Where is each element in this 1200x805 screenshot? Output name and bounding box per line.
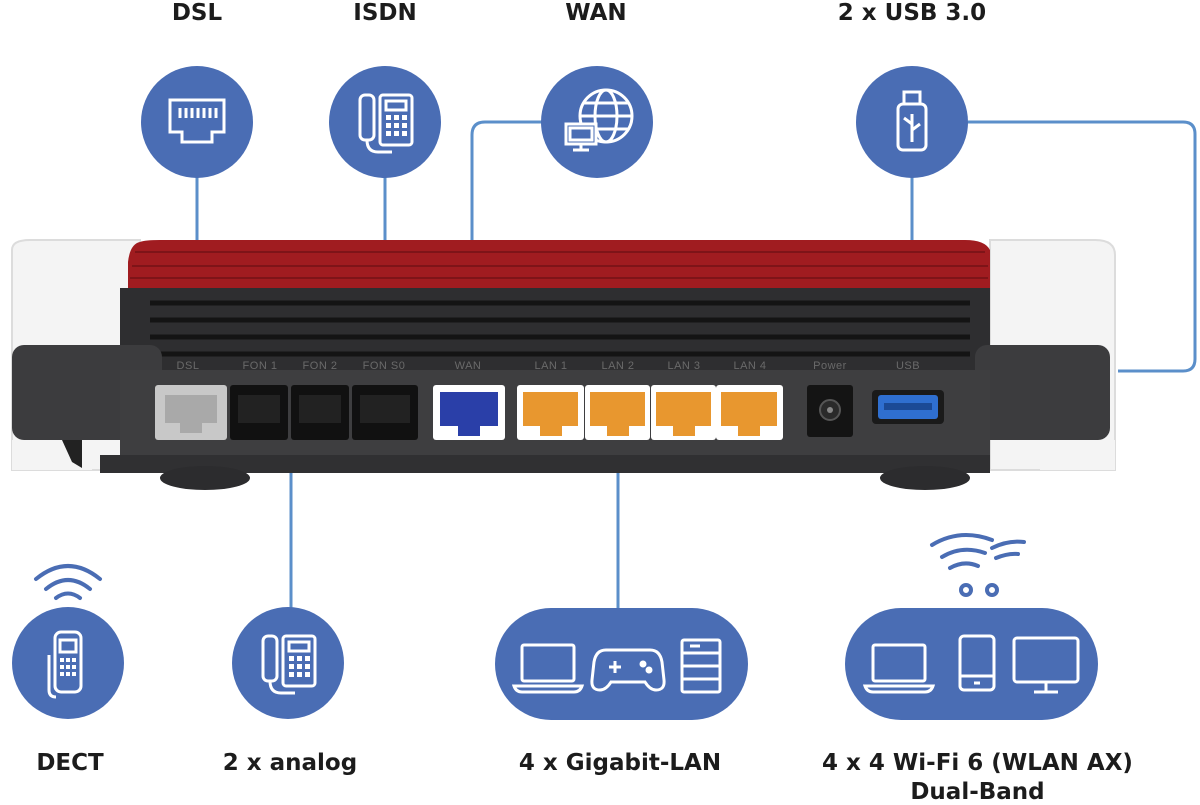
lan-pill [495, 608, 748, 720]
wifi-pill [845, 608, 1098, 720]
wan-circle [541, 66, 653, 178]
ethernet-icon [168, 98, 226, 144]
usb-stick-icon [896, 90, 928, 152]
port-fon-s0[interactable] [352, 385, 418, 440]
monitor-icon [1012, 636, 1080, 694]
laptop-icon [862, 643, 936, 694]
port-label-lan2: LAN 2 [601, 360, 635, 372]
router-red-top [128, 240, 990, 288]
desk-phone-icon [358, 93, 414, 154]
port-dsl[interactable] [155, 385, 227, 440]
port-lan4[interactable] [716, 385, 783, 440]
port-label-power: Power [813, 360, 847, 372]
port-label-fon1: FON 1 [242, 360, 278, 372]
label-dect: DECT [36, 750, 104, 776]
router-foot-left [160, 466, 250, 490]
laptop-icon [511, 643, 585, 694]
label-analog: 2 x analog [222, 750, 358, 776]
globe-network-icon [564, 88, 634, 152]
isdn-circle [329, 66, 441, 178]
port-usb[interactable] [872, 390, 944, 424]
wifi-signal-icon [930, 533, 1026, 597]
port-lan1[interactable] [517, 385, 584, 440]
dect-handset-icon [47, 630, 83, 699]
router [11, 239, 1116, 490]
port-fon2[interactable] [291, 385, 349, 440]
usb-circle [856, 66, 968, 178]
label-wifi-line1: 4 x 4 Wi-Fi 6 (WLAN AX) [822, 750, 1133, 776]
cable-clip [62, 440, 82, 468]
port-lan2[interactable] [585, 385, 650, 440]
port-label-wan: WAN [454, 360, 482, 372]
port-label-lan3: LAN 3 [667, 360, 701, 372]
port-lan3[interactable] [651, 385, 716, 440]
router-foot-right [880, 466, 970, 490]
label-lan: 4 x Gigabit-LAN [518, 750, 722, 776]
router-right-bumper [975, 345, 1110, 440]
desk-phone-icon [261, 634, 317, 695]
port-wan[interactable] [433, 385, 505, 440]
port-label-usb: USB [895, 360, 921, 372]
port-power[interactable] [807, 385, 853, 437]
port-label-fon-s0: FON S0 [362, 360, 406, 372]
dect-circle [12, 607, 124, 719]
port-fon1[interactable] [230, 385, 288, 440]
label-wifi-line2: Dual-Band [910, 779, 1045, 805]
wan-line [470, 120, 545, 380]
gamepad-icon [590, 648, 666, 692]
analog-circle [232, 607, 344, 719]
label-isdn: ISDN [353, 0, 417, 26]
tablet-icon [958, 634, 996, 692]
port-label-lan1: LAN 1 [534, 360, 568, 372]
label-wan: WAN [565, 0, 627, 26]
port-label-fon2: FON 2 [302, 360, 338, 372]
port-label-dsl: DSL [176, 360, 200, 372]
label-usb: 2 x USB 3.0 [837, 0, 987, 26]
dect-wifi-signal [34, 564, 102, 600]
port-label-lan4: LAN 4 [733, 360, 767, 372]
dsl-circle [141, 66, 253, 178]
label-dsl: DSL [171, 0, 223, 26]
server-icon [680, 638, 722, 694]
usb-line-side [968, 120, 1197, 373]
